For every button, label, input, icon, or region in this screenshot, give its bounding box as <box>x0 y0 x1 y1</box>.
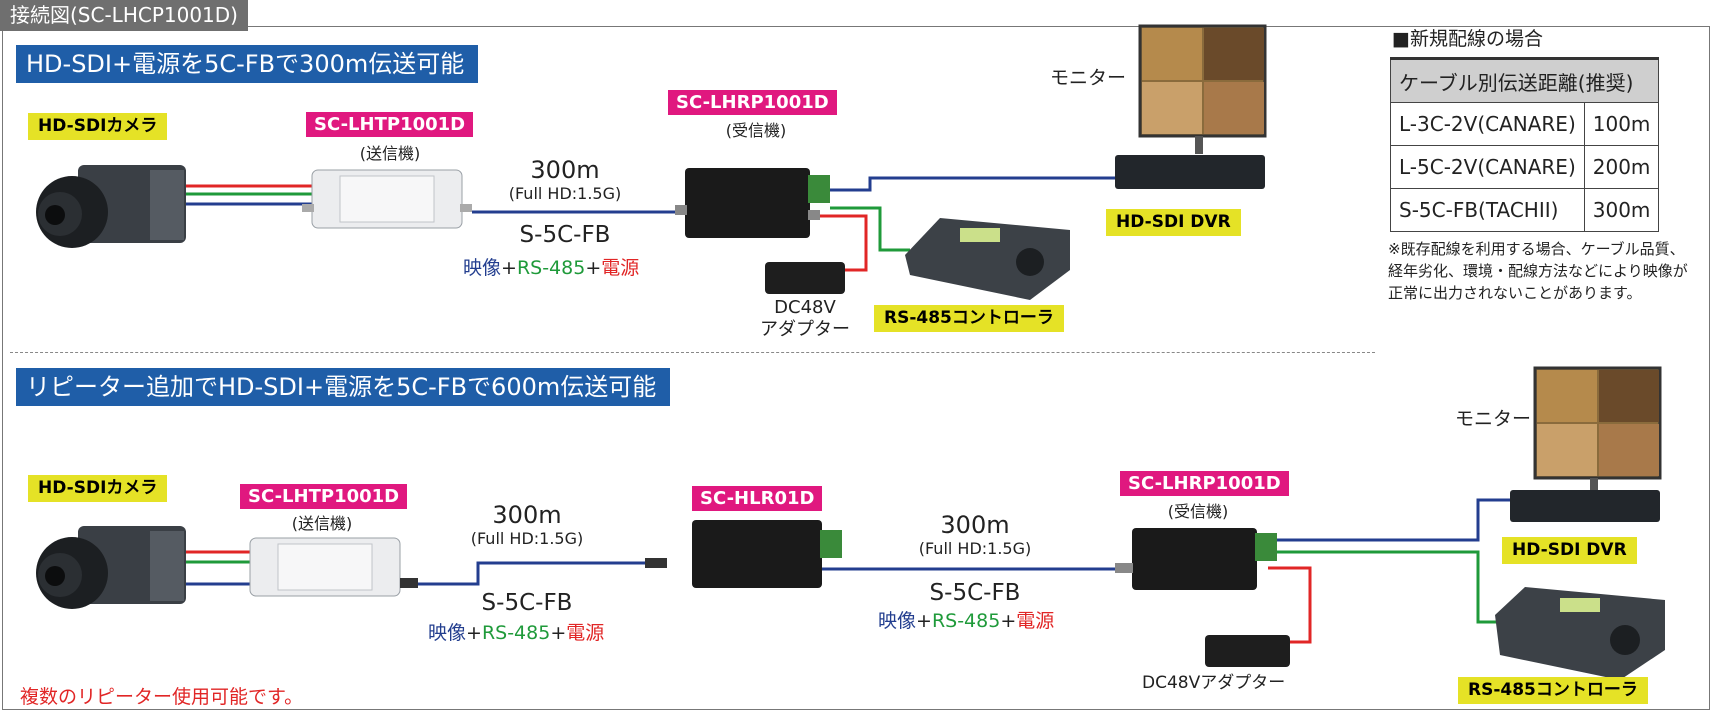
monitor-1-label: モニター <box>1050 67 1127 89</box>
receiver-2-to-dvr-wire <box>1277 498 1515 542</box>
table-heading: ■新規配線の場合 <box>1392 28 1543 50</box>
dvr-1-drawing <box>1115 155 1265 189</box>
signal-power-2b: 電源 <box>1016 610 1055 632</box>
table-row: S-5C-FB(TACHII)300m <box>1390 188 1660 232</box>
distance-1: 300m <box>530 156 600 184</box>
receiver-2-drawing <box>1115 528 1277 590</box>
signals-2b: 映像+RS-485+電源 <box>878 606 1054 633</box>
cable-1: S-5C-FB <box>519 222 611 248</box>
adapter-2-label: DC48Vアダプター <box>1142 673 1286 693</box>
connector-tx2 <box>400 578 418 588</box>
diagram-title: 接続図(SC-LHCP1001D) <box>0 0 248 31</box>
repeater-drawing <box>692 520 842 588</box>
monitor-2-label: モニター <box>1455 408 1532 430</box>
section2-banner: リピーター追加でHD-SDI+電源を5C-FBで600m伝送可能 <box>16 368 671 406</box>
distance-table: ケーブル別伝送距離(推奨) L-3C-2V(CANARE)100m L-5C-2… <box>1389 57 1660 232</box>
signal-video-2a: 映像 <box>428 622 467 644</box>
signal-rs485-2b: RS-485 <box>931 610 1001 632</box>
connector-rep-in <box>645 558 667 568</box>
signal-power-2a: 電源 <box>566 622 605 644</box>
dvr-2-label: HD-SDI DVR <box>1502 537 1637 564</box>
repeater-model: SC-HLR01D <box>692 486 823 511</box>
distance-2b-note: (Full HD:1.5G) <box>918 539 1032 558</box>
controller-2-label: RS-485コントローラ <box>1458 677 1648 704</box>
distance-2b: 300m <box>940 511 1010 539</box>
controller-1-drawing <box>905 218 1070 300</box>
receiver-1-to-controller-wire <box>830 206 910 252</box>
signal-plus-2a2: + <box>550 622 567 644</box>
adapter-1-drawing <box>765 262 845 294</box>
table-note: ※既存配線を利用する場合、ケーブル品質、経年劣化、環境・配線方法などにより映像が… <box>1388 240 1688 302</box>
signal-plus-2a1: + <box>466 622 482 644</box>
signal-plus-1b: + <box>585 257 602 279</box>
receiver-1-drawing <box>675 168 830 238</box>
receiver-2-model: SC-LHRP1001D <box>1120 471 1289 496</box>
table-distance: 100m <box>1583 102 1660 146</box>
adapter-1-line2: アダプター <box>760 319 850 340</box>
table-cable: L-5C-2V(CANARE) <box>1390 145 1585 189</box>
cable-2a: S-5C-FB <box>481 590 573 616</box>
signal-plus-2b2: + <box>1000 610 1017 632</box>
table-distance: 200m <box>1583 145 1660 189</box>
transmitter-2-role: (送信機) <box>291 514 353 533</box>
receiver-1-to-adapter-wire <box>820 214 868 272</box>
distance-1-note: (Full HD:1.5G) <box>508 184 622 203</box>
receiver-2-to-adapter-wire <box>1268 566 1312 644</box>
section1-banner: HD-SDI+電源を5C-FBで300m伝送可能 <box>16 45 479 83</box>
distance-2a: 300m <box>492 501 562 529</box>
dvr-2-drawing <box>1510 490 1660 522</box>
signal-video-2b: 映像 <box>878 610 917 632</box>
table-row: L-3C-2V(CANARE)100m <box>1390 102 1660 146</box>
section-divider <box>10 352 1375 353</box>
signal-plus-2b1: + <box>916 610 932 632</box>
dvr-1-label: HD-SDI DVR <box>1106 209 1241 236</box>
transmitter-1-drawing <box>302 169 472 229</box>
repeater-footnote: 複数のリピーター使用可能です。 <box>20 686 304 708</box>
coax-2a <box>415 561 660 586</box>
transmitter-1-model: SC-LHTP1001D <box>306 112 474 137</box>
diagram-frame <box>2 26 1710 710</box>
controller-1-label: RS-485コントローラ <box>874 305 1064 332</box>
camera-2-drawing <box>36 526 186 609</box>
camera-2-label: HD-SDIカメラ <box>28 475 168 502</box>
controller-2-drawing <box>1495 587 1665 680</box>
receiver-1-role: (受信機) <box>725 121 787 140</box>
table-row: L-5C-2V(CANARE)200m <box>1390 145 1660 189</box>
transmitter-1-role: (送信機) <box>359 144 421 163</box>
monitor-2-drawing <box>1533 366 1662 494</box>
signal-rs485-1: RS-485 <box>516 257 586 279</box>
receiver-2-role: (受信機) <box>1167 502 1229 521</box>
transmitter-2-model: SC-LHTP1001D <box>240 484 408 509</box>
monitor-1-drawing <box>1138 24 1267 154</box>
cable-2b: S-5C-FB <box>929 580 1021 606</box>
signal-video-1: 映像 <box>463 257 502 279</box>
signal-rs485-2a: RS-485 <box>481 622 551 644</box>
adapter-1-line1: DC48V <box>774 297 836 318</box>
signals-2a: 映像+RS-485+電源 <box>428 618 604 645</box>
receiver-1-model: SC-LHRP1001D <box>668 90 837 115</box>
table-cable: S-5C-FB(TACHII) <box>1390 188 1585 232</box>
receiver-2-to-controller-wire <box>1277 550 1500 624</box>
camera-1-drawing <box>36 165 186 248</box>
table-cable: L-3C-2V(CANARE) <box>1390 102 1585 146</box>
adapter-1-label: DC48V アダプター <box>745 297 865 341</box>
signal-power-1: 電源 <box>601 257 640 279</box>
camera-1-label: HD-SDIカメラ <box>28 113 168 140</box>
adapter-2-drawing <box>1205 635 1290 667</box>
receiver-1-to-dvr-wire <box>830 176 1115 192</box>
distance-2a-note: (Full HD:1.5G) <box>470 529 584 548</box>
signal-plus-1a: + <box>501 257 517 279</box>
signals-1: 映像+RS-485+電源 <box>463 253 639 280</box>
table-header: ケーブル別伝送距離(推奨) <box>1389 57 1660 103</box>
transmitter-2-drawing <box>249 537 401 597</box>
table-distance: 300m <box>1583 188 1660 232</box>
